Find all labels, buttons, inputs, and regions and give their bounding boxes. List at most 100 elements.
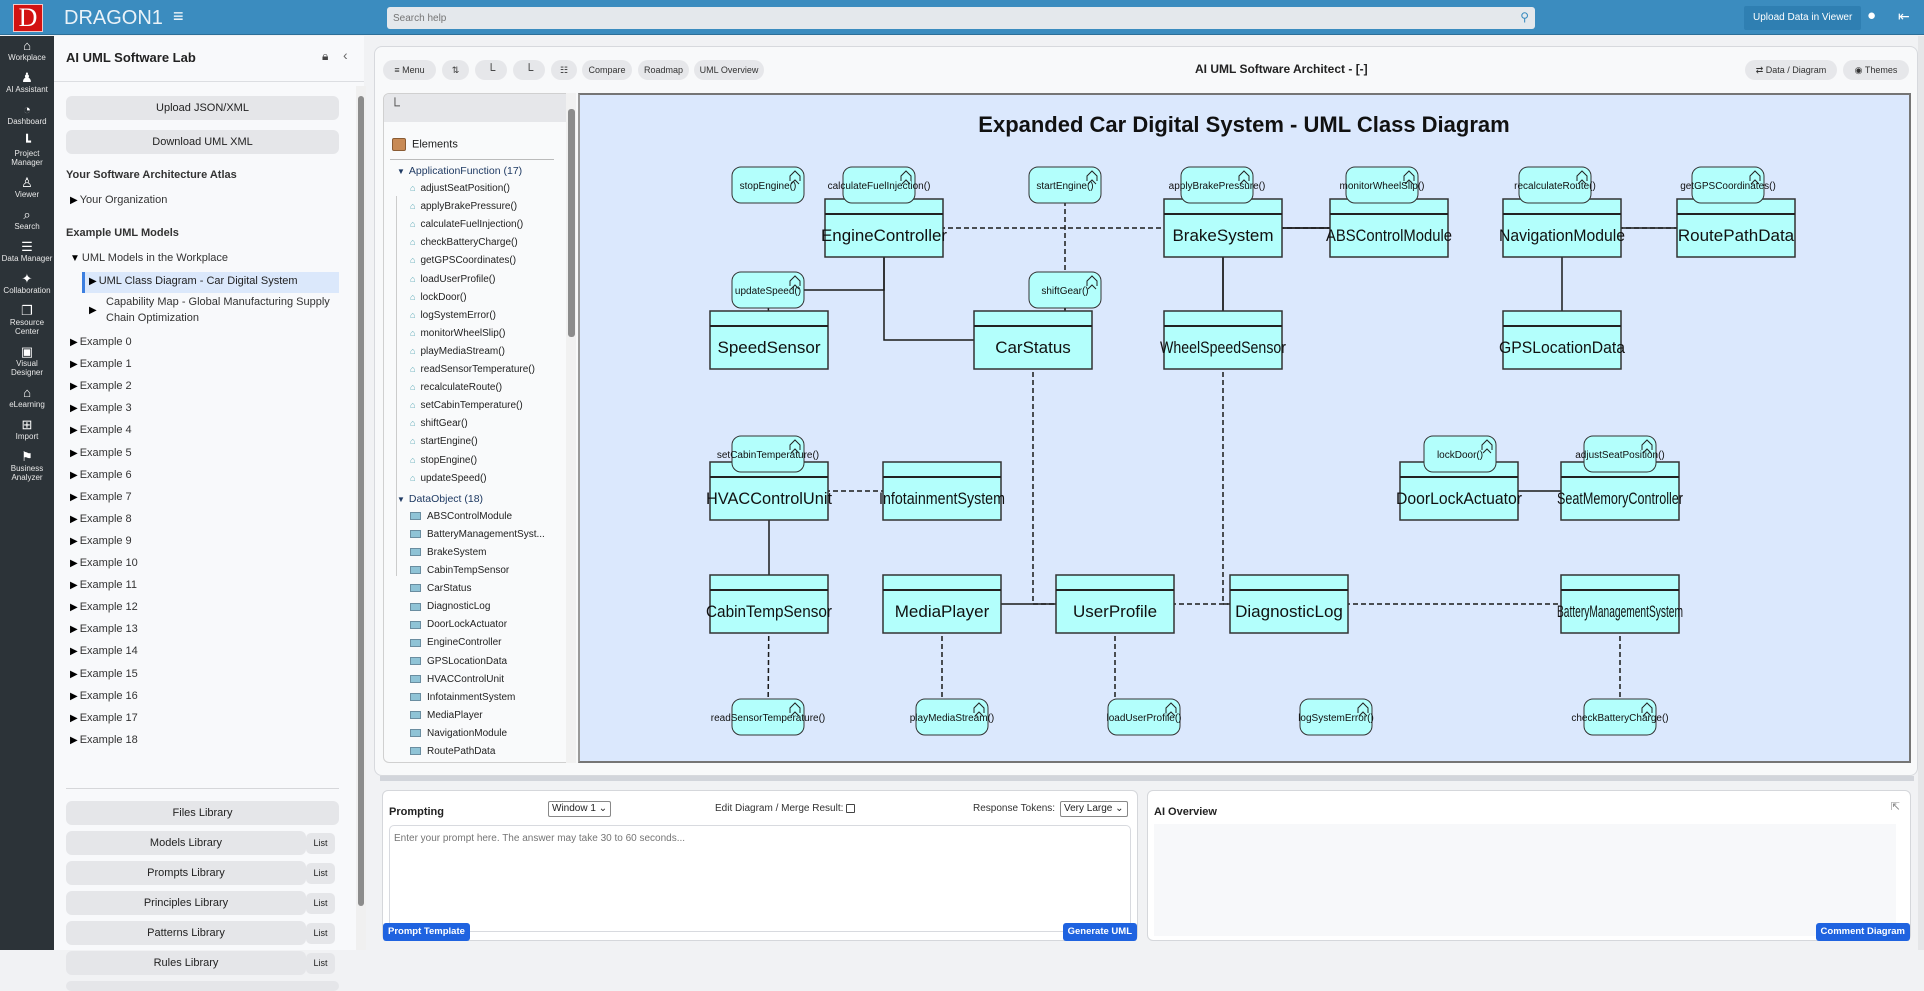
tree-item-example[interactable]: ▶Example 12 <box>70 601 138 613</box>
element-item[interactable]: ⌂calculateFuelInjection() <box>410 219 523 230</box>
function-node[interactable]: recalculateRoute() <box>1514 166 1596 204</box>
tree-item-example[interactable]: ▶Example 1 <box>70 358 132 370</box>
tree-item-example[interactable]: ▶Example 6 <box>70 469 132 481</box>
element-item[interactable]: RoutePathData <box>410 746 495 757</box>
tree-item-example[interactable]: ▶Example 15 <box>70 668 138 680</box>
nav-item-import[interactable]: ⊞Import <box>0 415 54 442</box>
library-button-partial[interactable] <box>66 981 339 991</box>
nav-item-viewer[interactable]: ♙Viewer <box>0 173 54 200</box>
nav-item-project-manager[interactable]: ┗Project Manager <box>0 132 54 168</box>
tree-item-uml-class-diagram[interactable]: ▶UML Class Diagram - Car Digital System <box>89 275 298 287</box>
element-item[interactable]: BatteryManagementSyst... <box>410 529 545 540</box>
nav-item-business-analyzer[interactable]: ⚑Business Analyzer <box>0 447 54 483</box>
nav-item-workplace[interactable]: ⌂Workplace <box>0 36 54 63</box>
function-node[interactable]: updateSpeed() <box>731 271 805 309</box>
element-item[interactable]: ⌂startEngine() <box>410 436 478 447</box>
function-node[interactable]: shiftGear() <box>1028 271 1102 309</box>
upload-data-in-viewer-button[interactable]: Upload Data in Viewer <box>1744 6 1862 30</box>
generate-uml-button[interactable]: Generate UML <box>1062 923 1137 941</box>
element-group[interactable]: ▼DataObject (18) <box>397 493 483 505</box>
prompt-template-button[interactable]: Prompt Template <box>383 923 470 941</box>
scrollbar-thumb[interactable] <box>568 109 575 337</box>
elements-tree-scrollbar[interactable] <box>566 93 576 763</box>
tree-view-button-1[interactable]: └ <box>475 60 507 80</box>
element-item[interactable]: ⌂checkBatteryCharge() <box>410 237 518 248</box>
class-node[interactable]: ABSControlModule <box>1326 198 1452 258</box>
element-item[interactable]: ⌂setCabinTemperature() <box>410 400 523 411</box>
themes-button[interactable]: ◉ Themes <box>1843 60 1909 80</box>
nav-item-resource-center[interactable]: ❐Resource Center <box>0 301 54 337</box>
function-node[interactable]: monitorWheelSlip() <box>1339 166 1425 204</box>
tree-item-example[interactable]: ▶Example 16 <box>70 690 138 702</box>
element-item[interactable]: NavigationModule <box>410 728 507 739</box>
function-node[interactable]: calculateFuelInjection() <box>828 166 931 204</box>
data-diagram-button[interactable]: ⇄ Data / Diagram <box>1745 60 1837 80</box>
element-item[interactable]: CabinTempSensor <box>410 565 509 576</box>
diagram-canvas[interactable]: Expanded Car Digital System - UML Class … <box>578 93 1911 763</box>
class-node[interactable]: EngineController <box>821 198 947 258</box>
upload-json-xml-button[interactable]: Upload JSON/XML <box>66 96 339 120</box>
tree-item-example[interactable]: ▶Example 14 <box>70 645 138 657</box>
tree-item-example[interactable]: ▶Example 2 <box>70 380 132 392</box>
edit-merge-checkbox[interactable] <box>846 803 856 813</box>
tree-item-example[interactable]: ▶Example 13 <box>70 623 138 635</box>
class-node[interactable]: SeatMemoryController <box>1557 461 1683 521</box>
class-node[interactable]: BrakeSystem <box>1163 198 1283 258</box>
element-item[interactable]: ⌂stopEngine() <box>410 455 477 466</box>
collapse-chevron-icon[interactable]: ‹ <box>343 47 348 63</box>
element-item[interactable]: ⌂adjustSeatPosition() <box>410 183 510 194</box>
tree-item-example[interactable]: ▶Example 5 <box>70 447 132 459</box>
list-button[interactable]: List <box>306 953 335 974</box>
nav-item-ai-assistant[interactable]: ♟AI Assistant <box>0 68 54 95</box>
tree-item-example[interactable]: ▶Example 8 <box>70 513 132 525</box>
nav-item-visual-designer[interactable]: ▣Visual Designer <box>0 342 54 378</box>
function-node[interactable]: applyBrakePressure() <box>1169 166 1266 204</box>
class-node[interactable]: UserProfile <box>1055 574 1175 634</box>
menu-button[interactable]: ≡ Menu <box>383 60 436 80</box>
element-item[interactable]: BrakeSystem <box>410 547 486 558</box>
relation-dashed[interactable] <box>1222 340 1289 605</box>
function-node[interactable]: loadUserProfile() <box>1106 698 1182 736</box>
list-button[interactable]: List <box>306 833 335 854</box>
class-node[interactable]: InfotainmentSystem <box>879 461 1005 521</box>
tree-icon[interactable]: └ <box>390 97 400 113</box>
class-node[interactable]: RoutePathData <box>1676 198 1796 258</box>
tree-item-example[interactable]: ▶Example 10 <box>70 557 138 569</box>
nav-item-collaboration[interactable]: ✦Collaboration <box>0 269 54 296</box>
download-uml-xml-button[interactable]: Download UML XML <box>66 130 339 154</box>
element-item[interactable]: ⌂applyBrakePressure() <box>410 201 517 212</box>
element-item[interactable]: ⌂updateSpeed() <box>410 473 487 484</box>
element-group[interactable]: ▼ApplicationFunction (17) <box>397 165 522 177</box>
element-item[interactable]: InfotainmentSystem <box>410 692 515 703</box>
function-node[interactable]: adjustSeatPosition() <box>1575 435 1665 473</box>
tree-item-example[interactable]: ▶Example 11 <box>70 579 137 591</box>
response-tokens-select[interactable]: Very Large ⌄ <box>1060 801 1128 817</box>
function-node[interactable]: checkBatteryCharge() <box>1571 698 1669 736</box>
class-node[interactable]: CarStatus <box>973 310 1093 370</box>
list-button[interactable]: List <box>306 893 335 914</box>
class-node[interactable]: CabinTempSensor <box>706 574 832 634</box>
nav-item-elearning[interactable]: ⌂eLearning <box>0 383 54 410</box>
search-input[interactable] <box>387 7 1497 29</box>
element-item[interactable]: ⌂readSensorTemperature() <box>410 364 535 375</box>
roadmap-button[interactable]: Roadmap <box>638 60 689 80</box>
class-node[interactable]: SpeedSensor <box>709 310 829 370</box>
tree-item-example[interactable]: ▶Example 0 <box>70 336 132 348</box>
class-node[interactable]: DiagnosticLog <box>1229 574 1349 634</box>
element-item[interactable]: DiagnosticLog <box>410 601 490 612</box>
tree-item-capability-map[interactable]: ▶Capability Map - Global Manufacturing S… <box>89 294 339 326</box>
tree-item-your-organization[interactable]: ▶Your Organization <box>70 194 167 206</box>
tree-item-example[interactable]: ▶Example 4 <box>70 424 132 436</box>
element-item[interactable]: ⌂recalculateRoute() <box>410 382 502 393</box>
class-node[interactable]: NavigationModule <box>1499 198 1625 258</box>
element-item[interactable]: ABSControlModule <box>410 511 512 522</box>
align-button[interactable]: ⇅ <box>442 60 469 80</box>
tree-item-example[interactable]: ▶Example 3 <box>70 402 132 414</box>
function-node[interactable]: readSensorTemperature() <box>711 698 826 736</box>
element-item[interactable]: CarStatus <box>410 583 471 594</box>
element-item[interactable]: DoorLockActuator <box>410 619 507 630</box>
library-button-models-library[interactable]: Models Library <box>66 831 306 855</box>
element-item[interactable]: ⌂playMediaStream() <box>410 346 505 357</box>
panel-splitter[interactable] <box>380 776 1914 781</box>
tree-item-example[interactable]: ▶Example 18 <box>70 734 138 746</box>
